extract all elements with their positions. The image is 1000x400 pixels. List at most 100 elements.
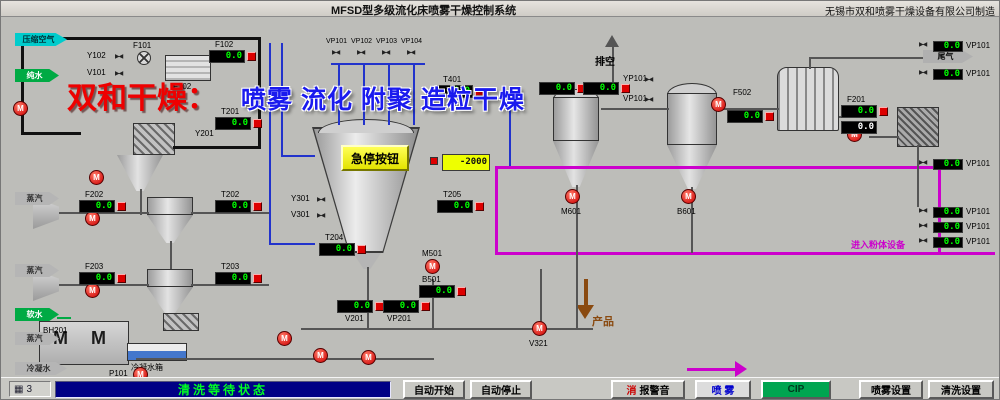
valve-icon[interactable]: ▶◀ bbox=[919, 41, 927, 48]
vent-up-arrow-icon bbox=[605, 35, 619, 47]
button-自动停止[interactable]: 自动停止 bbox=[470, 380, 532, 399]
display-T401: 0.0 bbox=[437, 85, 473, 98]
watermark-brand-text: 双和干燥： bbox=[67, 82, 217, 115]
label-F202: F202 bbox=[85, 190, 104, 199]
valve-icon[interactable]: ▶◀ bbox=[407, 49, 415, 56]
valve-icon[interactable]: ▶◀ bbox=[317, 212, 325, 219]
button-清洗设置[interactable]: 清洗设置 bbox=[928, 380, 994, 399]
display-value: -2000 bbox=[459, 157, 487, 167]
label-VP101: VP101 bbox=[966, 41, 991, 50]
display-V201: 0.0 bbox=[337, 300, 373, 313]
valve-icon[interactable]: ▶◀ bbox=[115, 53, 123, 60]
valve-icon[interactable]: ▶◀ bbox=[115, 70, 123, 77]
manufacturer-text: 无锡市双和喷雾干燥设备有限公司制造 bbox=[825, 7, 995, 18]
emergency-stop-button[interactable]: 急停按钮 bbox=[341, 145, 409, 171]
pipe bbox=[281, 155, 315, 157]
pump-icon[interactable]: M bbox=[313, 348, 328, 363]
cyclone-4-cone bbox=[553, 141, 599, 187]
pipe bbox=[258, 37, 261, 149]
button-消报警音[interactable]: 消报警音 bbox=[611, 380, 685, 399]
pump-icon[interactable]: M bbox=[85, 283, 100, 298]
valve-icon[interactable]: ▶◀ bbox=[919, 207, 927, 214]
cyclone-4-body bbox=[553, 97, 599, 141]
label-F203: F203 bbox=[85, 262, 104, 271]
pump-icon[interactable]: M bbox=[681, 189, 696, 204]
vessel-5-body bbox=[667, 93, 717, 145]
label-Y102: Y102 bbox=[87, 51, 106, 60]
label-VP101: VP101 bbox=[966, 237, 991, 246]
pipe bbox=[495, 252, 995, 255]
pipe bbox=[691, 187, 693, 253]
label-B601: B601 bbox=[677, 207, 696, 216]
display-value: 0.0 bbox=[435, 286, 452, 296]
display-button[interactable] bbox=[253, 202, 262, 211]
page-indicator-value: 3 bbox=[26, 383, 33, 395]
pipe bbox=[363, 63, 365, 125]
display-button[interactable] bbox=[765, 112, 774, 121]
label-B501: B501 bbox=[422, 275, 441, 284]
valve-icon[interactable]: ▶◀ bbox=[357, 49, 365, 56]
pipe bbox=[21, 132, 81, 135]
pump-icon[interactable]: M bbox=[361, 350, 376, 365]
pipe bbox=[432, 279, 434, 329]
valve-icon[interactable]: ▶◀ bbox=[645, 96, 653, 103]
display-VP101: 0.0 bbox=[933, 222, 963, 233]
display-button[interactable] bbox=[253, 119, 262, 128]
button-CIP[interactable]: CIP bbox=[761, 380, 831, 399]
display-F202: 0.0 bbox=[79, 200, 115, 213]
valve-icon[interactable]: ▶◀ bbox=[919, 159, 927, 166]
valve-icon[interactable]: ▶◀ bbox=[919, 69, 927, 76]
display-button[interactable] bbox=[457, 287, 466, 296]
label-排空: 排空 bbox=[595, 57, 615, 68]
display-button[interactable] bbox=[117, 274, 126, 283]
agitator-motor-icon: M bbox=[91, 328, 106, 348]
pump-icon[interactable]: M bbox=[711, 97, 726, 112]
pump-icon[interactable]: M bbox=[13, 101, 28, 116]
display-value: 0.0 bbox=[943, 69, 960, 79]
indicator-light bbox=[430, 157, 438, 165]
display-button[interactable] bbox=[475, 202, 484, 211]
button-自动开始[interactable]: 自动开始 bbox=[403, 380, 465, 399]
valve-icon[interactable]: ▶◀ bbox=[645, 76, 653, 83]
pump-icon[interactable]: M bbox=[277, 331, 292, 346]
button-喷雾设置[interactable]: 喷雾设置 bbox=[859, 380, 923, 399]
display-value: 0.0 bbox=[943, 159, 960, 169]
display-button[interactable] bbox=[357, 245, 366, 254]
label-VP103: VP103 bbox=[376, 38, 398, 45]
display-button[interactable] bbox=[879, 107, 888, 116]
pipe bbox=[509, 95, 511, 167]
display-value: 0.0 bbox=[841, 121, 877, 134]
valve-icon[interactable]: ▶◀ bbox=[317, 196, 325, 203]
label-VP101: VP101 bbox=[966, 207, 991, 216]
display-button[interactable] bbox=[253, 274, 262, 283]
heater-box-3 bbox=[163, 313, 199, 331]
valve-icon[interactable]: ▶◀ bbox=[382, 49, 390, 56]
pipe bbox=[269, 43, 271, 245]
display-button[interactable] bbox=[247, 52, 256, 61]
page-indicator[interactable]: ▦ 3 bbox=[9, 381, 51, 397]
pipe bbox=[57, 317, 71, 319]
display-button[interactable] bbox=[621, 84, 630, 93]
flow-arrow-冷凝水: 冷凝水 bbox=[15, 362, 67, 375]
pump-icon[interactable]: M bbox=[425, 259, 440, 274]
pipe bbox=[869, 136, 899, 138]
label-VP101: VP101 bbox=[966, 69, 991, 78]
label-BH201: BH201 bbox=[43, 326, 68, 335]
display-value: 0.0 bbox=[231, 273, 248, 283]
display-button[interactable] bbox=[475, 87, 484, 96]
display-button[interactable] bbox=[117, 202, 126, 211]
pipe bbox=[59, 212, 149, 214]
valve-icon[interactable]: ▶◀ bbox=[919, 237, 927, 244]
valve-icon[interactable]: ▶◀ bbox=[332, 49, 340, 56]
label-F502: F502 bbox=[733, 88, 752, 97]
display-T203: 0.0 bbox=[215, 272, 251, 285]
pump-icon[interactable]: M bbox=[89, 170, 104, 185]
valve-icon[interactable]: ▶◀ bbox=[919, 222, 927, 229]
pump-icon[interactable]: M bbox=[85, 211, 100, 226]
button-喷 雾[interactable]: 喷 雾 bbox=[695, 380, 751, 399]
pump-icon[interactable]: M bbox=[565, 189, 580, 204]
display-button[interactable] bbox=[421, 302, 430, 311]
pipe bbox=[191, 284, 269, 286]
pump-icon[interactable]: M bbox=[532, 321, 547, 336]
